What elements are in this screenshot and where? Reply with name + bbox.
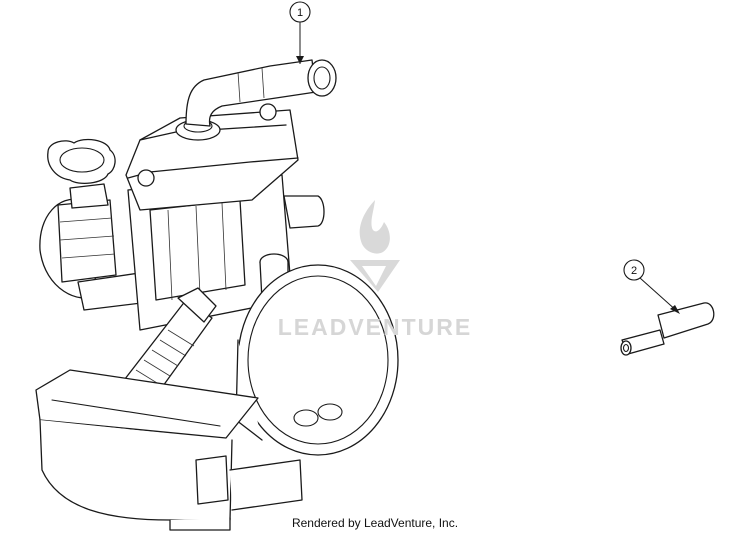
callout-1-arrowhead	[296, 56, 304, 64]
callout-2-leader	[639, 277, 679, 313]
watermark-text: LEADVENTURE	[278, 314, 473, 340]
callout-1-number: 1	[297, 7, 303, 19]
callout-2-circle	[623, 259, 645, 281]
footer-credit: Rendered by LeadVenture, Inc.	[291, 516, 459, 530]
flame-logo-icon	[359, 200, 390, 254]
carburetor-drawing	[35, 59, 399, 531]
watermark: LEADVENTURE	[278, 200, 473, 340]
callout-2-arrowhead	[670, 305, 680, 314]
callout-1-circle	[289, 1, 311, 23]
callout-2[interactable]: 2	[623, 259, 680, 314]
callout-1[interactable]: 1	[289, 1, 311, 64]
pin-drawing	[620, 302, 715, 356]
callout-2-number: 2	[631, 265, 637, 277]
